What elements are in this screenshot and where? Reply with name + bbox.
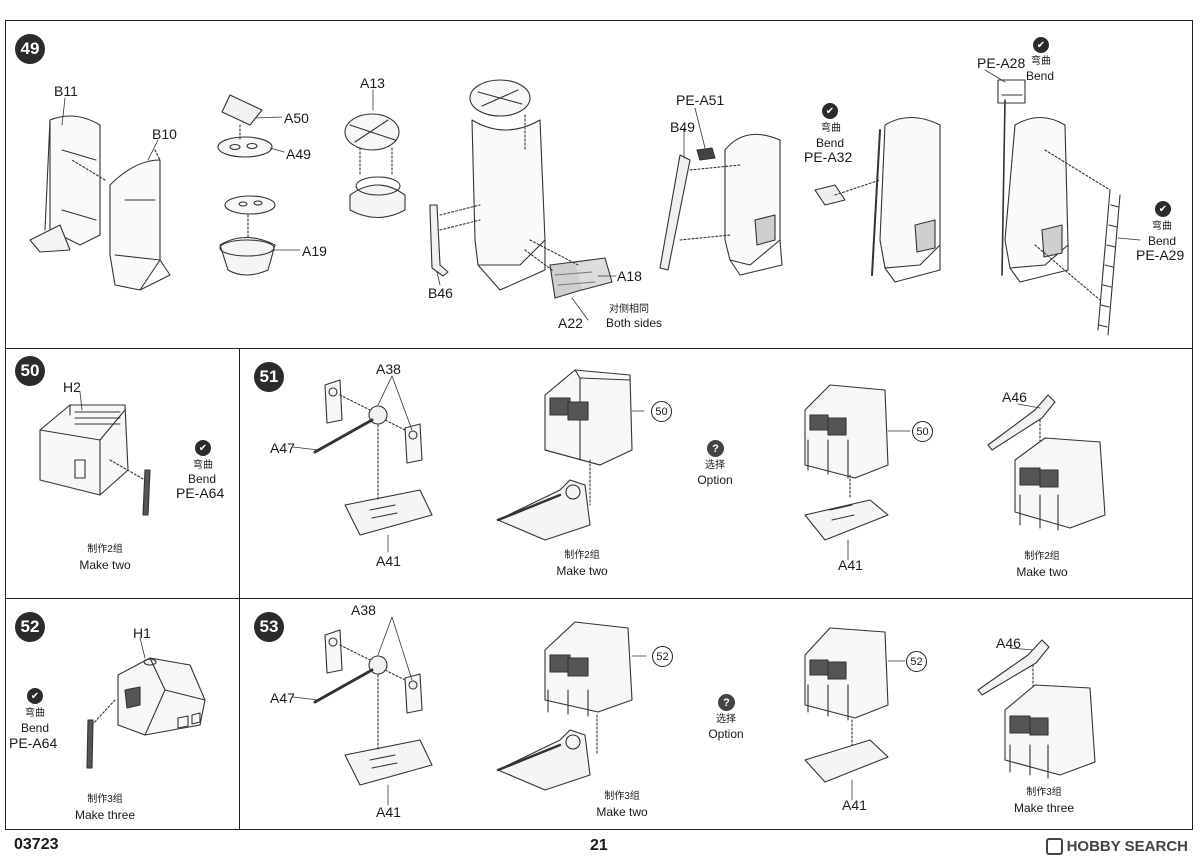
both-sides-cn: 对侧相同	[609, 304, 649, 315]
bend-en: Bend	[188, 472, 217, 486]
step-ref-50: 50	[651, 401, 672, 422]
hobby-search-logo-icon	[1045, 838, 1063, 855]
question-icon: ?	[718, 694, 735, 711]
leader-lines	[61, 69, 1141, 806]
make-cn: 制作3组	[604, 791, 640, 802]
step-51-parts-drawing	[313, 369, 1106, 541]
label-a41: A41	[842, 797, 867, 813]
make-en: Make three	[74, 808, 136, 822]
make-cn: 制作2组	[564, 550, 600, 561]
label-a13: A13	[360, 75, 385, 91]
make-cn: 制作2组	[1024, 551, 1060, 562]
label-a18: A18	[617, 268, 642, 284]
make-en: Make two	[1016, 565, 1068, 579]
make-cn: 制作2组	[87, 544, 123, 555]
part-a19-drawing	[219, 195, 276, 276]
label-a41: A41	[376, 553, 401, 569]
make-cn: 制作3组	[1026, 787, 1062, 798]
step-49-badge: 49	[15, 34, 45, 64]
make-en: Make two	[556, 564, 608, 578]
bend-cn: 弯曲	[193, 460, 213, 471]
watermark: HOBBY SEARCH	[1045, 838, 1188, 855]
label-a47: A47	[270, 690, 295, 706]
label-pe-a32: PE-A32	[804, 149, 853, 165]
label-a46: A46	[1002, 389, 1027, 405]
step-49-panel	[5, 20, 1193, 350]
bend-cn-2: 弯曲	[1031, 56, 1051, 67]
make-en: Make three	[1013, 801, 1075, 815]
step-53-badge: 53	[254, 612, 284, 642]
watermark-text: HOBBY SEARCH	[1066, 838, 1188, 855]
make-en: Make two	[596, 805, 648, 819]
part-b11-drawing	[29, 115, 101, 253]
step-53-parts-drawing	[313, 621, 1096, 791]
label-a38: A38	[351, 602, 376, 618]
bend-en-3: Bend	[1148, 234, 1177, 248]
label-a50: A50	[284, 110, 309, 126]
label-pe-a64: PE-A64	[9, 735, 58, 751]
bend-en-2: Bend	[1026, 69, 1055, 83]
bend-cn-1: 弯曲	[821, 123, 841, 134]
label-a41: A41	[376, 804, 401, 820]
tower-b49-drawing	[659, 133, 783, 276]
label-pe-a64: PE-A64	[176, 485, 225, 501]
both-sides-en: Both sides	[606, 316, 663, 330]
step-ref-52: 52	[652, 646, 673, 667]
label-pe-a29: PE-A29	[1136, 247, 1185, 263]
step-52-badge: 52	[15, 612, 45, 642]
label-a22: A22	[558, 315, 583, 331]
option-en: Option	[708, 727, 744, 741]
step-ref-52: 52	[906, 651, 927, 672]
bend-icon: ✔	[27, 688, 43, 704]
make-cn: 制作3组	[87, 794, 123, 805]
bend-en: Bend	[21, 721, 50, 735]
bend-icon: ✔	[195, 440, 211, 456]
label-a38: A38	[376, 361, 401, 377]
bend-cn: 弯曲	[25, 708, 45, 719]
bend-en-1: Bend	[816, 136, 845, 150]
label-b10: B10	[152, 126, 177, 142]
label-a19: A19	[302, 243, 327, 259]
label-b11: B11	[54, 83, 78, 99]
page-number: 21	[590, 837, 608, 854]
tower-ladder-drawing	[997, 79, 1121, 336]
label-pe-a28: PE-A28	[977, 55, 1026, 71]
bend-cn-3: 弯曲	[1152, 221, 1172, 232]
step-50-badge: 50	[15, 356, 45, 386]
label-h2: H2	[63, 379, 81, 395]
label-a46: A46	[996, 635, 1021, 651]
step-51-badge: 51	[254, 362, 284, 392]
part-a13-drawing	[344, 113, 406, 219]
product-code: 03723	[14, 836, 59, 853]
part-h2-drawing	[39, 404, 151, 516]
option-cn: 选择	[716, 714, 736, 725]
label-pe-a51: PE-A51	[676, 92, 725, 108]
bend-icon: ✔	[1155, 201, 1171, 217]
label-b46: B46	[428, 285, 453, 301]
step-ref-50: 50	[912, 421, 933, 442]
bend-icon: ✔	[1033, 37, 1049, 53]
make-en: Make two	[79, 558, 131, 572]
part-b10-drawing	[71, 149, 171, 291]
part-h1-drawing	[86, 657, 206, 769]
tower-main-drawing	[429, 79, 613, 299]
label-h1: H1	[133, 625, 151, 641]
label-a47: A47	[270, 440, 295, 456]
question-icon: ?	[707, 440, 724, 457]
option-cn: 选择	[705, 460, 725, 471]
label-b49: B49	[670, 119, 695, 135]
label-a41: A41	[838, 557, 863, 573]
bend-icon: ✔	[822, 103, 838, 119]
part-a50-a49-drawing	[217, 94, 273, 158]
option-en: Option	[697, 473, 733, 487]
tower-pe-a32-drawing	[814, 116, 941, 283]
label-a49: A49	[286, 146, 311, 162]
